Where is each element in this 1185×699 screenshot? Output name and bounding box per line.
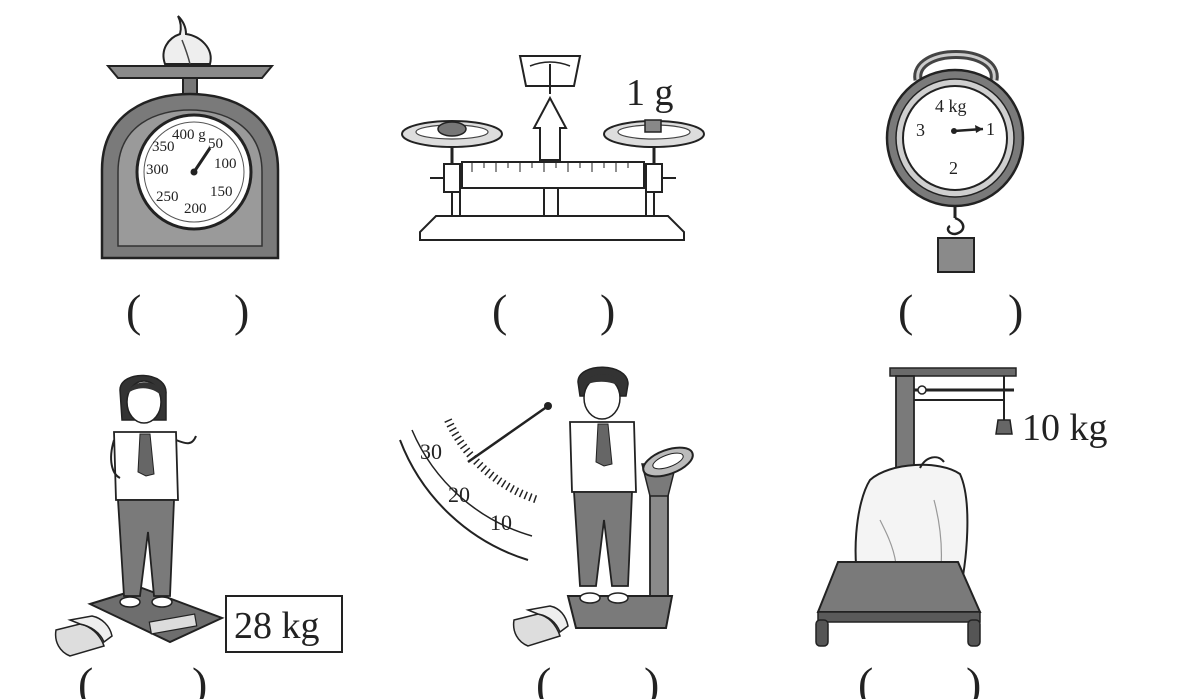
hanging-spring-scale: 4 kg 1 2 3 ( )	[885, 50, 1025, 336]
object-on-pan-icon	[437, 121, 467, 137]
answer-close-paren: )	[966, 658, 981, 699]
answer-open-paren: (	[492, 285, 507, 336]
boy-figure-icon	[569, 366, 637, 587]
answer-close-paren: )	[600, 285, 615, 336]
reading-label-28kg: 28 kg	[234, 605, 320, 647]
answer-close-paren: )	[644, 658, 659, 699]
magnified-dial: 30 20 10	[399, 402, 552, 561]
shoes-icon	[54, 615, 113, 657]
height-weight-scale-boy: 30 20 10 ( )	[399, 366, 694, 699]
weight-block-icon	[937, 237, 975, 273]
kitchen-dial-scale: 400 g 50 100 150 200 250 300 350 ( )	[100, 15, 280, 336]
wheel-icon	[815, 619, 829, 647]
bathroom-scale-girl: 28 kg ( )	[54, 374, 343, 699]
reading-display	[225, 595, 343, 653]
answer-close-paren: )	[234, 285, 249, 336]
shoes-icon	[512, 605, 569, 647]
answer-open-paren: (	[78, 658, 93, 699]
dial-label-4kg: 4 kg	[935, 96, 967, 116]
answer-close-paren: )	[1008, 285, 1023, 336]
answer-close-paren: )	[192, 658, 207, 699]
garlic-icon	[162, 15, 212, 65]
dial-label-30: 30	[420, 439, 442, 464]
answer-open-paren: (	[858, 658, 873, 699]
wheel-icon	[967, 619, 981, 647]
dial-label-20: 20	[448, 482, 470, 507]
dial-label-150: 150	[210, 184, 233, 200]
dial-label-400g: 400 g	[172, 127, 206, 143]
dial-label-2: 2	[949, 158, 958, 178]
weight-label-10kg: 10 kg	[1022, 407, 1108, 449]
dial-label-350: 350	[152, 139, 175, 155]
dial-label-1: 1	[986, 119, 995, 139]
platform-beam-scale: 10 kg ( )	[815, 367, 1108, 699]
gram-weight-icon	[644, 119, 662, 133]
answer-open-paren: (	[126, 285, 141, 336]
answer-open-paren: (	[536, 658, 551, 699]
dial-label-300: 300	[146, 162, 169, 178]
counterweight-icon	[995, 419, 1013, 435]
dial-label-3: 3	[916, 120, 925, 140]
dial-label-100: 100	[214, 156, 237, 172]
girl-figure-icon	[110, 374, 197, 608]
answer-open-paren: (	[898, 285, 913, 336]
dial-label-250: 250	[156, 189, 179, 205]
weight-label-1g: 1 g	[626, 72, 674, 114]
balance-scale: 1 g ( )	[401, 55, 705, 336]
dial-label-50: 50	[208, 136, 223, 152]
dial-label-10: 10	[490, 510, 512, 535]
dial-label-200: 200	[184, 201, 207, 217]
